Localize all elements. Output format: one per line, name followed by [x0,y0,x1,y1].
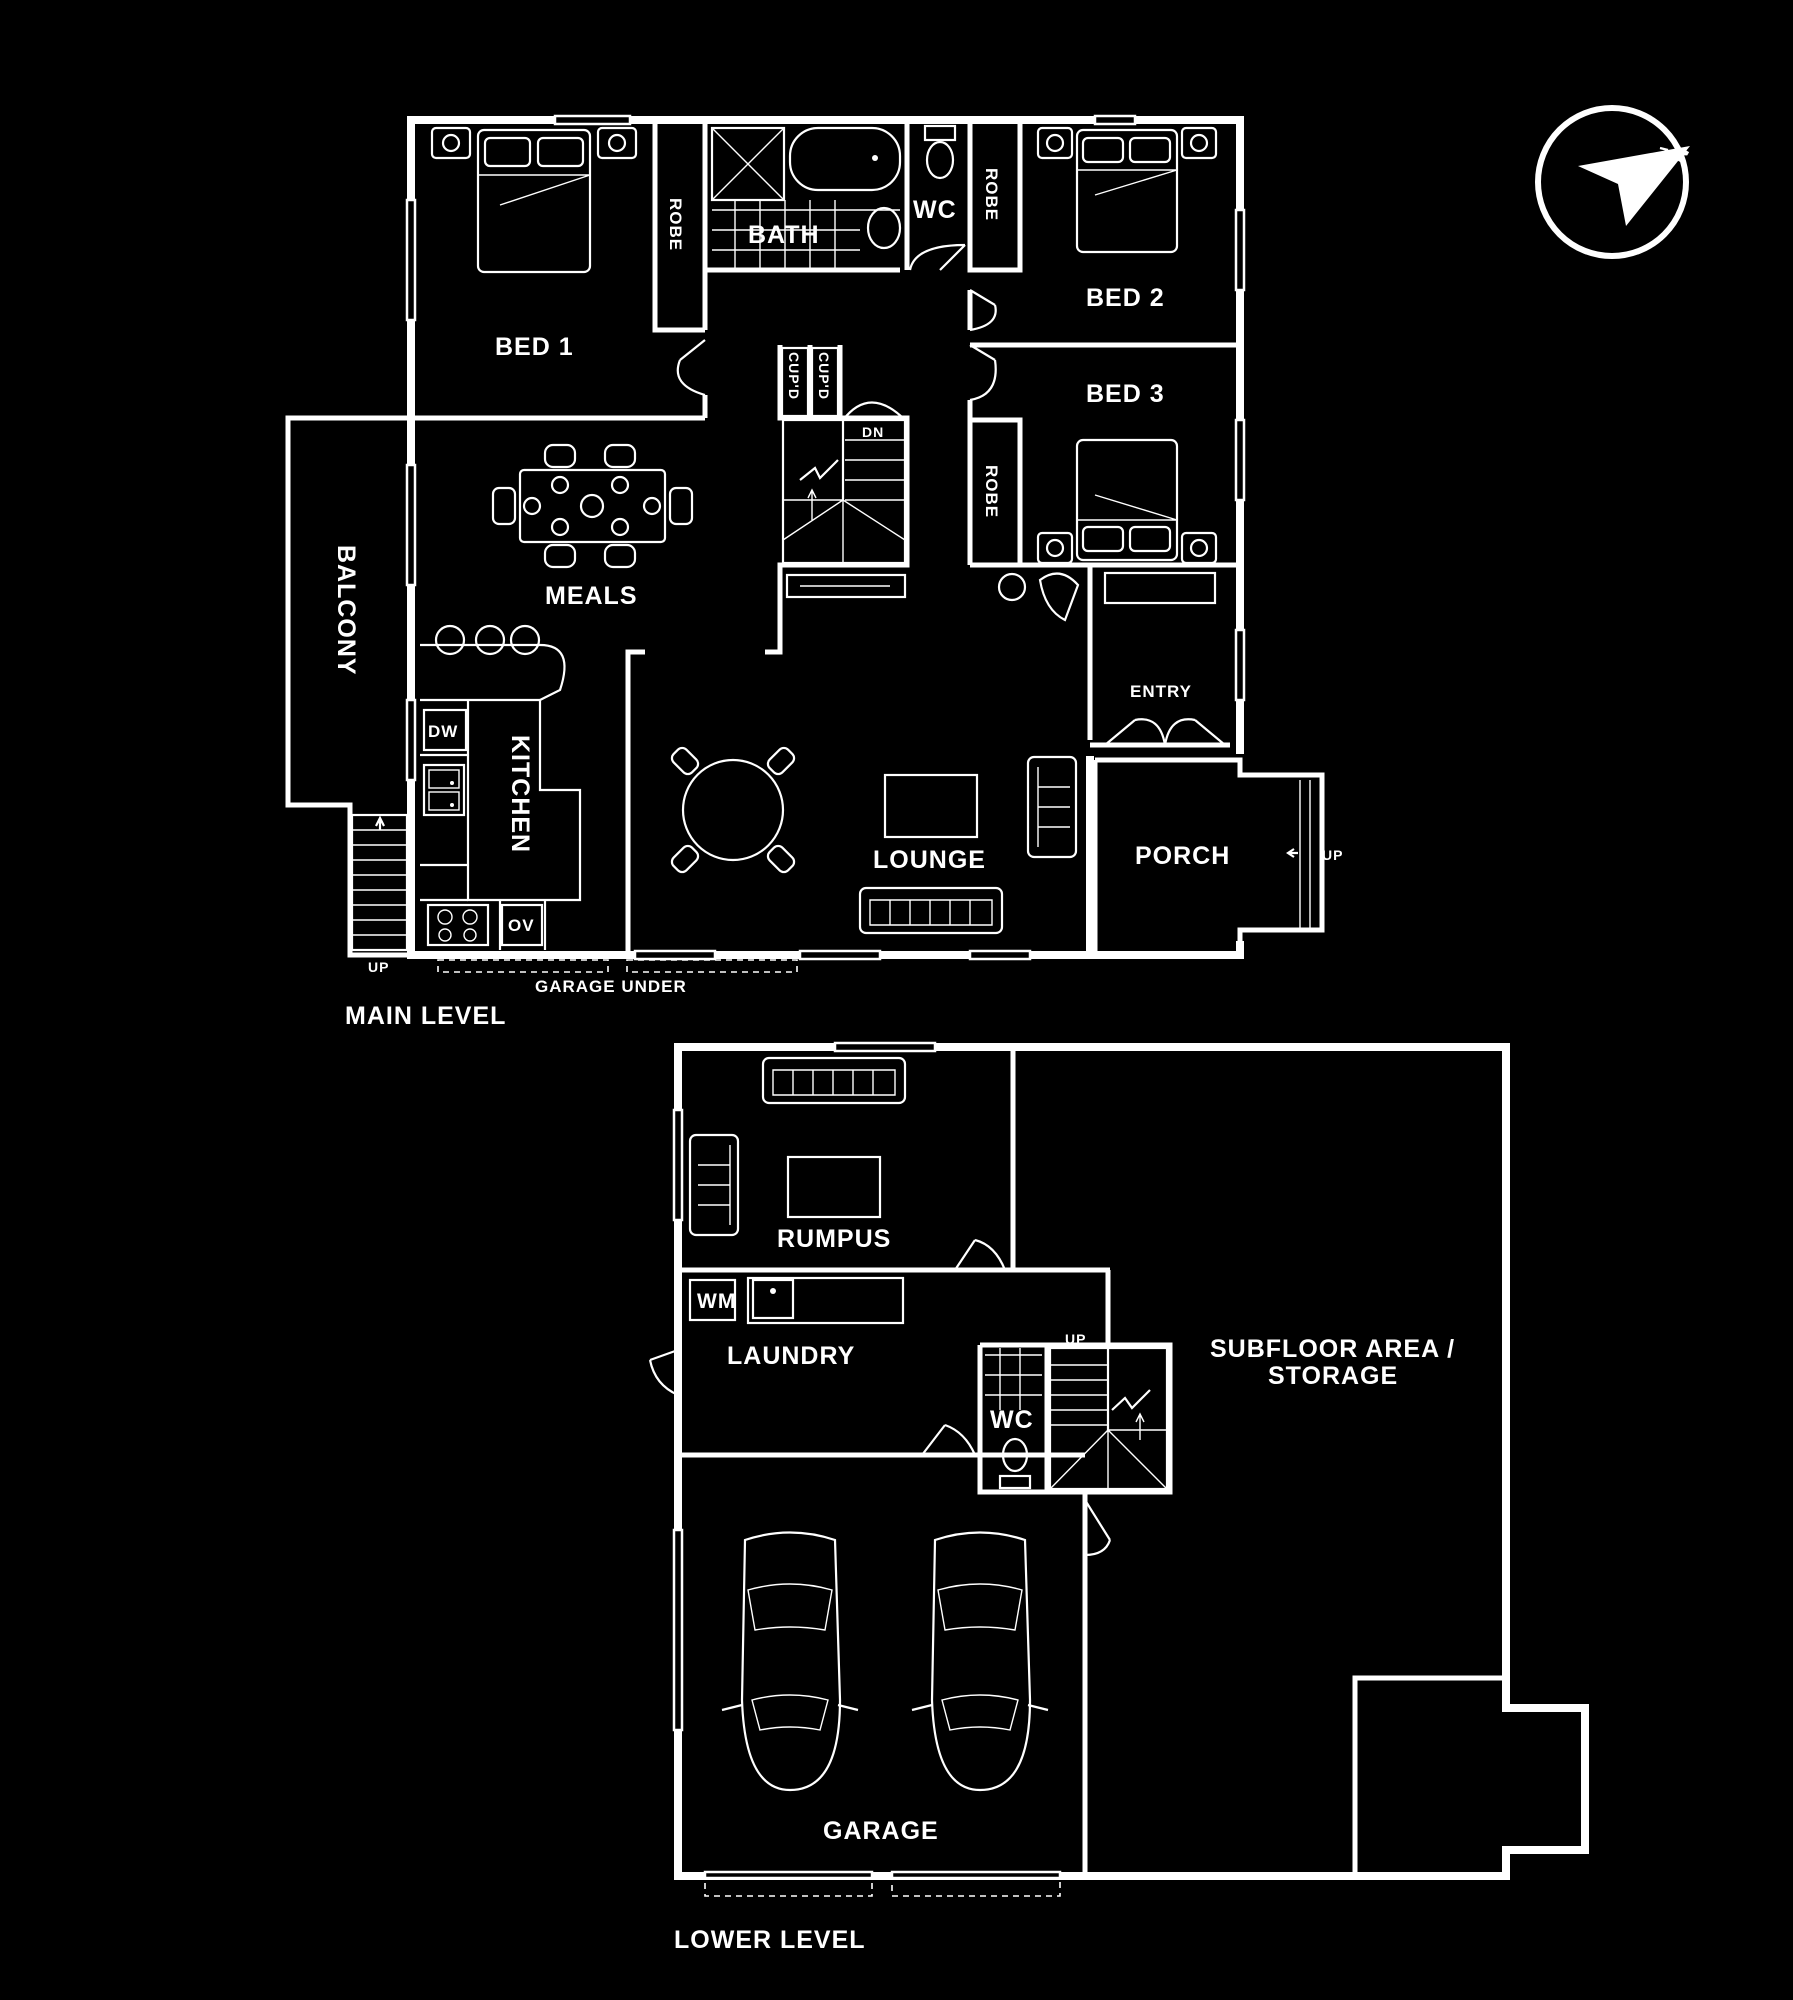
rumpus-sofa-icon [761,1056,907,1105]
oven-label: OV [508,916,535,935]
bed3-bed-icon [1036,438,1218,565]
bed3-robe-label: ROBE [982,465,1001,518]
laundry-label: LAUNDRY [727,1342,855,1370]
porch-label: PORCH [1135,842,1230,870]
subfloor-label-line1: SUBFLOOR AREA / [1210,1335,1455,1363]
bath-label: BATH [748,221,820,249]
garage-label: GARAGE [823,1817,939,1845]
garage-under-label: GARAGE UNDER [535,977,687,996]
bed2-robe-label: ROBE [982,168,1001,221]
lounge-label: LOUNGE [873,846,986,874]
meals-dining-table-icon [491,443,694,569]
bed1-bed-icon [430,126,638,274]
garage-doors [703,1870,1062,1897]
lower-level-doors [648,1238,1112,1557]
main-level-doors [676,243,1226,746]
main-stairs-icon [781,401,907,599]
bed2-bed-icon [1036,126,1218,254]
porch-up-label: UP [1322,847,1343,863]
laundry-appliances [688,1276,905,1325]
porch-stairs-icon [1286,780,1311,928]
lower-stairs-up-label: UP [1065,1331,1086,1347]
balcony-up-label: UP [368,959,389,975]
kitchen-appliances [422,708,544,947]
rumpus-coffee-table-icon [786,1155,882,1219]
lounge-side-sofa-icon [1026,755,1078,859]
bed2-label: BED 2 [1086,284,1165,312]
cupboards [780,346,840,418]
lounge-sofa-icon [858,886,1004,935]
balcony-stairs-icon [350,813,409,952]
washing-machine-label: WM [697,1290,736,1313]
lower-level-windows [672,1041,937,1732]
entry-label: ENTRY [1130,682,1192,701]
lounge-round-table-icon [670,746,796,874]
garage-under-outline [437,959,798,973]
lounge-coffee-table-icon [883,773,979,839]
lower-wc-icon [985,1348,1042,1490]
compass-icon: N [1535,105,1694,259]
cupd2-label: CUP'D [816,352,832,400]
stairs-down-label: DN [862,424,884,440]
bed1-label: BED 1 [495,333,574,361]
rumpus-label: RUMPUS [777,1225,891,1253]
kitchen-stools-icon [434,624,541,656]
subfloor-label-line2: STORAGE [1268,1362,1398,1390]
entry-chairs-icon [997,571,1217,622]
wc-label: WC [913,196,957,224]
main-level-title: MAIN LEVEL [345,1002,506,1030]
lower-level-walls [674,1043,1589,1880]
kitchen-label: KITCHEN [506,735,534,853]
lower-stairs-icon [1048,1346,1169,1491]
lower-wc-label: WC [990,1406,1034,1434]
bed3-label: BED 3 [1086,380,1165,408]
car-right-icon [911,1531,1049,1792]
meals-label: MEALS [545,582,638,610]
balcony-label: BALCONY [332,545,360,676]
wc-toilet-icon [923,124,957,180]
bed1-robe-label: ROBE [666,198,685,251]
dishwasher-label: DW [428,722,458,741]
rumpus-side-sofa-icon [688,1133,740,1237]
bath-fixtures-icon [710,126,902,270]
cupd1-label: CUP'D [786,352,802,400]
lower-level-title: LOWER LEVEL [674,1926,866,1954]
main-level-windows [405,114,1246,961]
car-left-icon [721,1531,859,1792]
